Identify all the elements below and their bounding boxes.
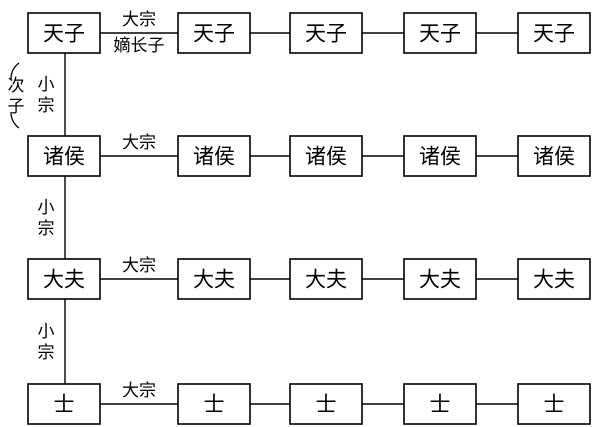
node-shi-1: 士 (177, 383, 251, 425)
node-box (27, 383, 101, 425)
node-label: 大夫 (419, 268, 461, 292)
node-dafu-3: 大夫 (403, 258, 477, 300)
node-label: 士 (430, 393, 451, 417)
node-box (27, 135, 101, 177)
vertical-label-0-0: 小 (38, 75, 55, 95)
node-box (517, 383, 591, 425)
node-dafu-0: 大夫 (27, 258, 101, 300)
node-box (403, 135, 477, 177)
node-shi-0: 士 (27, 383, 101, 425)
node-label: 天子 (533, 22, 575, 46)
paren-close (10, 111, 20, 129)
node-label: 士 (544, 393, 565, 417)
vertical-label-1-0: 小 (38, 198, 55, 218)
node-zhuhou-1: 诸侯 (177, 135, 251, 177)
node-zhuhou-0: 诸侯 (27, 135, 101, 177)
node-box (517, 135, 591, 177)
node-box (517, 258, 591, 300)
node-label: 士 (204, 393, 225, 417)
node-label: 大夫 (43, 268, 85, 292)
node-label: 诸侯 (43, 145, 85, 169)
vertical-label-2-0: 小 (38, 322, 55, 342)
node-label: 大夫 (533, 268, 575, 292)
node-shi-4: 士 (517, 383, 591, 425)
side-label-1: 子 (8, 97, 25, 117)
edge-label-bottom-tianzi: 嫡长子 (114, 36, 165, 56)
vertical-label-1-1: 宗 (38, 219, 55, 239)
node-dafu-2: 大夫 (289, 258, 363, 300)
paren-open (10, 62, 20, 80)
node-label: 天子 (43, 22, 85, 46)
node-tianzi-1: 天子 (177, 12, 251, 54)
node-box (27, 12, 101, 54)
node-zhuhou-2: 诸侯 (289, 135, 363, 177)
node-zhuhou-3: 诸侯 (403, 135, 477, 177)
node-label: 诸侯 (193, 145, 235, 169)
node-dafu-4: 大夫 (517, 258, 591, 300)
node-box (289, 135, 363, 177)
node-box (289, 383, 363, 425)
node-box (403, 383, 477, 425)
node-label: 诸侯 (419, 145, 461, 169)
node-label: 士 (316, 393, 337, 417)
node-tianzi-2: 天子 (289, 12, 363, 54)
node-dafu-1: 大夫 (177, 258, 251, 300)
node-shi-2: 士 (289, 383, 363, 425)
node-box (177, 383, 251, 425)
node-label: 士 (54, 393, 75, 417)
node-tianzi-0: 天子 (27, 12, 101, 54)
edge-label-top-zhuhou: 大宗 (122, 133, 156, 153)
edge-label-top-shi: 大宗 (122, 381, 156, 401)
node-box (177, 258, 251, 300)
vertical-label-0-1: 宗 (38, 96, 55, 116)
node-box (289, 258, 363, 300)
edge-label-top-tianzi: 大宗 (122, 10, 156, 30)
vertical-label-2-1: 宗 (38, 343, 55, 363)
node-label: 天子 (193, 22, 235, 46)
node-box (289, 12, 363, 54)
node-label: 诸侯 (533, 145, 575, 169)
node-label: 天子 (419, 22, 461, 46)
node-label: 大夫 (193, 268, 235, 292)
node-box (517, 12, 591, 54)
node-box (27, 258, 101, 300)
edge-label-top-dafu: 大宗 (122, 256, 156, 276)
node-label: 诸侯 (305, 145, 347, 169)
node-box (177, 135, 251, 177)
node-label: 天子 (305, 22, 347, 46)
node-zhuhou-4: 诸侯 (517, 135, 591, 177)
node-label: 大夫 (305, 268, 347, 292)
side-label-0: 次 (8, 76, 25, 96)
node-box (177, 12, 251, 54)
node-tianzi-3: 天子 (403, 12, 477, 54)
node-shi-3: 士 (403, 383, 477, 425)
node-box (403, 12, 477, 54)
node-box (403, 258, 477, 300)
node-tianzi-4: 天子 (517, 12, 591, 54)
edges-layer (64, 32, 518, 405)
